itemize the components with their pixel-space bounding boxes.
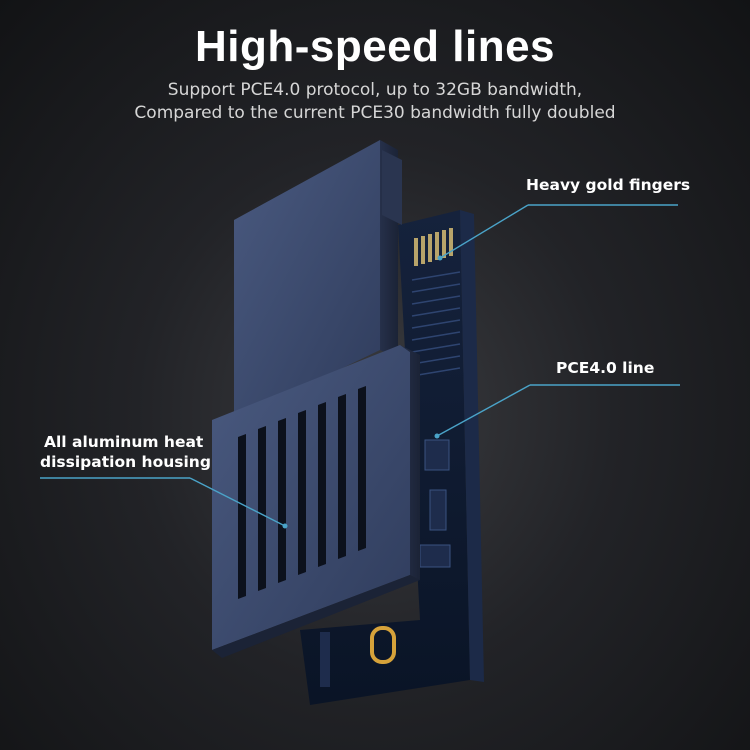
page-title: High-speed lines bbox=[194, 22, 556, 71]
circuit-board bbox=[300, 210, 484, 705]
callout-pce-line: PCE4.0 line bbox=[556, 359, 655, 377]
gold-fingers bbox=[414, 228, 453, 266]
aluminum-housing bbox=[212, 140, 420, 658]
subtitle-line-1: Support PCE4.0 protocol, up to 32GB band… bbox=[167, 80, 583, 100]
callout-housing-line-2: dissipation housing bbox=[40, 453, 211, 471]
callout-lines bbox=[40, 204, 680, 527]
subtitle-line-2: Compared to the current PCE30 bandwidth … bbox=[134, 103, 616, 123]
vent-slots bbox=[238, 386, 366, 599]
callout-gold-fingers: Heavy gold fingers bbox=[526, 176, 691, 194]
callout-housing-line-1: All aluminum heat bbox=[44, 433, 204, 451]
